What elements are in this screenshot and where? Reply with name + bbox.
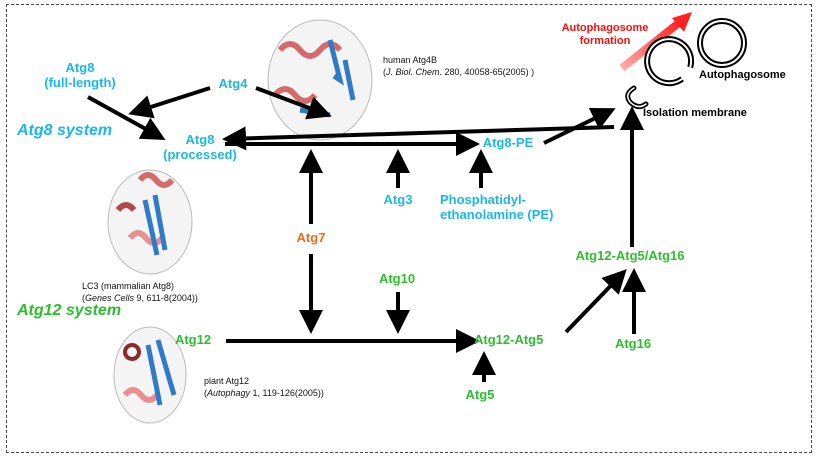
citation-lc3-name: LC3 (mammalian Atg8) [82, 281, 175, 291]
citation-plant-atg12-name: plant Atg12 [204, 376, 250, 386]
arrow-atg8full-to-processed [87, 95, 166, 140]
node-atg8-full-length-line1: Atg8 [65, 60, 95, 75]
citation-human-atg4b: human Atg4B (J. Biol. Chem. 280, 40058-6… [383, 54, 534, 78]
citation-plant-atg12: plant Atg12 (Autophagy 1, 119-126(2005)) [204, 375, 324, 399]
node-pe-line1: Phosphatidyl- [440, 192, 526, 207]
node-atg4: Atg4 [218, 76, 248, 91]
node-atg8-processed: Atg8 (processed) [160, 132, 240, 162]
autophagosome-formation-label: Autophagosome formation [555, 22, 655, 48]
node-atg5: Atg5 [465, 387, 495, 402]
human-atg4b-structure-icon [267, 19, 373, 141]
arrow-membrane-to-atg8 [222, 125, 615, 151]
phagophore-icon [644, 36, 695, 87]
isolation-membrane-label: Isolation membrane [643, 107, 747, 119]
node-atg16: Atg16 [614, 336, 652, 351]
plant-atg12-structure-icon [113, 326, 187, 424]
node-atg8-full-length-line2: (full-length) [44, 75, 116, 90]
arrow-atg4-to-atg4b [255, 86, 332, 120]
autophagosome-label: Autophagosome [699, 69, 786, 81]
citation-lc3: LC3 (mammalian Atg8) (Genes Cells 9, 611… [82, 280, 198, 304]
citation-lc3-ref: (Genes Cells 9, 611-8(2004)) [82, 293, 198, 303]
node-atg8-processed-line1: Atg8 [185, 132, 215, 147]
citation-human-atg4b-journal: J. Biol. Chem. [386, 67, 443, 77]
node-pe: Phosphatidyl- ethanolamine (PE) [440, 192, 560, 222]
atg8-system-label: Atg8 system [17, 122, 113, 139]
node-atg12-atg5-atg16: Atg12-Atg5/Atg16 [575, 248, 685, 263]
isolation-membrane-icon [625, 85, 649, 110]
autophagosome-icon [697, 18, 747, 68]
node-atg8-full-length: Atg8 (full-length) [40, 60, 120, 90]
formation-label-line2: formation [579, 35, 631, 47]
atg12-system-label: Atg12 system [17, 302, 122, 319]
citation-lc3-ref-text: 9, 611-8(2004)) [134, 293, 198, 303]
citation-human-atg4b-ref-text: 280, 40058-65(2005) ) [442, 67, 535, 77]
diagram-frame [6, 4, 812, 453]
arrow-atg8pe-to-membrane [543, 107, 616, 145]
citation-plant-atg12-ref: (Autophagy 1, 119-126(2005)) [204, 388, 324, 398]
node-atg8-pe: Atg8-PE [482, 135, 534, 150]
arrow-atg4-to-cleavage [128, 86, 211, 119]
lc3-structure-icon [107, 169, 193, 275]
citation-plant-atg12-journal: Autophagy [207, 388, 251, 398]
node-atg8-processed-line2: (processed) [163, 147, 237, 162]
citation-human-atg4b-ref: (J. Biol. Chem. 280, 40058-65(2005) ) [383, 67, 535, 77]
node-atg7: Atg7 [296, 230, 326, 245]
citation-lc3-journal: Genes Cells [85, 293, 135, 303]
arrow-conjugate-to-complex [564, 269, 627, 334]
node-atg12-atg5: Atg12-Atg5 [474, 332, 544, 347]
citation-human-atg4b-name: human Atg4B [383, 55, 438, 65]
node-pe-line2: ethanolamine (PE) [440, 207, 554, 222]
node-atg10: Atg10 [378, 271, 416, 286]
citation-plant-atg12-ref-text: 1, 119-126(2005)) [250, 388, 324, 398]
node-atg3: Atg3 [383, 192, 413, 207]
formation-label-line1: Autophagosome [561, 22, 649, 34]
node-atg12: Atg12 [174, 332, 212, 347]
